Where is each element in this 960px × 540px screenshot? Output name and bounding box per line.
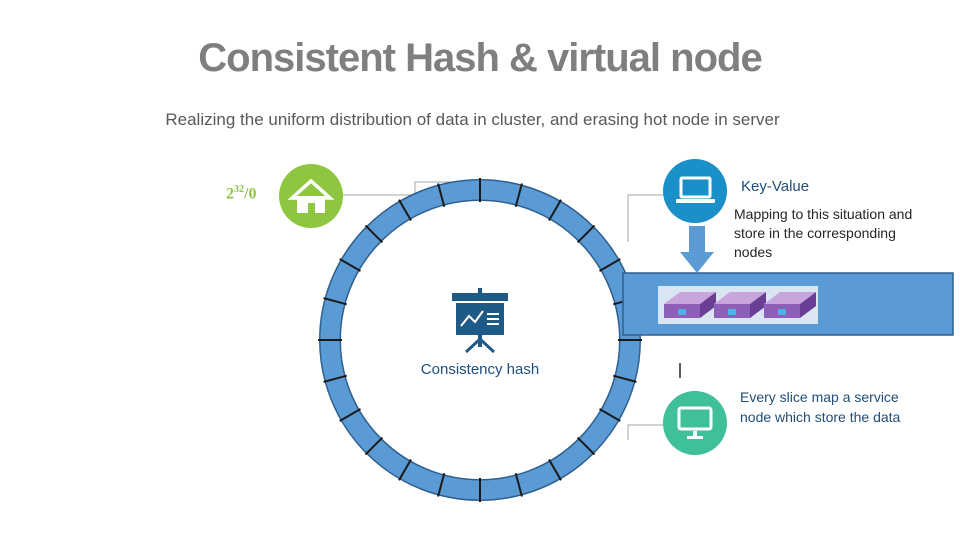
connector-laptop-to-ring <box>627 194 665 242</box>
ring-tick <box>613 374 637 383</box>
ring-tick <box>398 199 412 221</box>
ring-tick <box>548 459 562 481</box>
server-unit-icon <box>714 292 766 318</box>
down-arrow-icon <box>680 226 714 273</box>
ring-tick <box>548 199 562 221</box>
home-icon <box>279 164 343 228</box>
server-unit-icon <box>764 292 816 318</box>
laptop-icon <box>663 159 727 223</box>
ring-tick <box>398 459 412 481</box>
ring-tick <box>339 408 361 422</box>
ring-tick <box>364 224 384 244</box>
ring-tick <box>339 258 361 272</box>
ring-tick <box>599 408 621 422</box>
consistency-hash-label: Consistency hash <box>420 361 540 378</box>
monitor-icon <box>663 391 727 455</box>
ring-tick <box>514 473 523 497</box>
connector-home-to-ring <box>343 181 460 196</box>
ring-tick <box>576 436 596 456</box>
ring-tick <box>437 473 446 497</box>
ring-tick <box>576 224 596 244</box>
server-rack-icon <box>664 292 816 318</box>
connector-monitor-to-ring <box>627 424 665 440</box>
slide-title: Consistent Hash & virtual node <box>198 36 762 80</box>
key-value-description: Mapping to this situation and store in t… <box>734 206 913 260</box>
presentation-board-icon <box>452 288 508 354</box>
ring-tick <box>514 183 523 207</box>
ring-tick <box>323 297 347 306</box>
ring-tick <box>323 374 347 383</box>
ring-tick <box>437 183 446 207</box>
slide-subtitle: Realizing the uniform distribution of da… <box>165 110 780 129</box>
ring-tick <box>364 436 384 456</box>
slice-description: Every slice map a service node which sto… <box>740 389 901 425</box>
hash-range-label: 232/0 <box>226 184 257 203</box>
hash-ring <box>318 178 642 502</box>
ring-tick <box>599 258 621 272</box>
key-value-title: Key-Value <box>741 178 810 195</box>
server-unit-icon <box>664 292 716 318</box>
